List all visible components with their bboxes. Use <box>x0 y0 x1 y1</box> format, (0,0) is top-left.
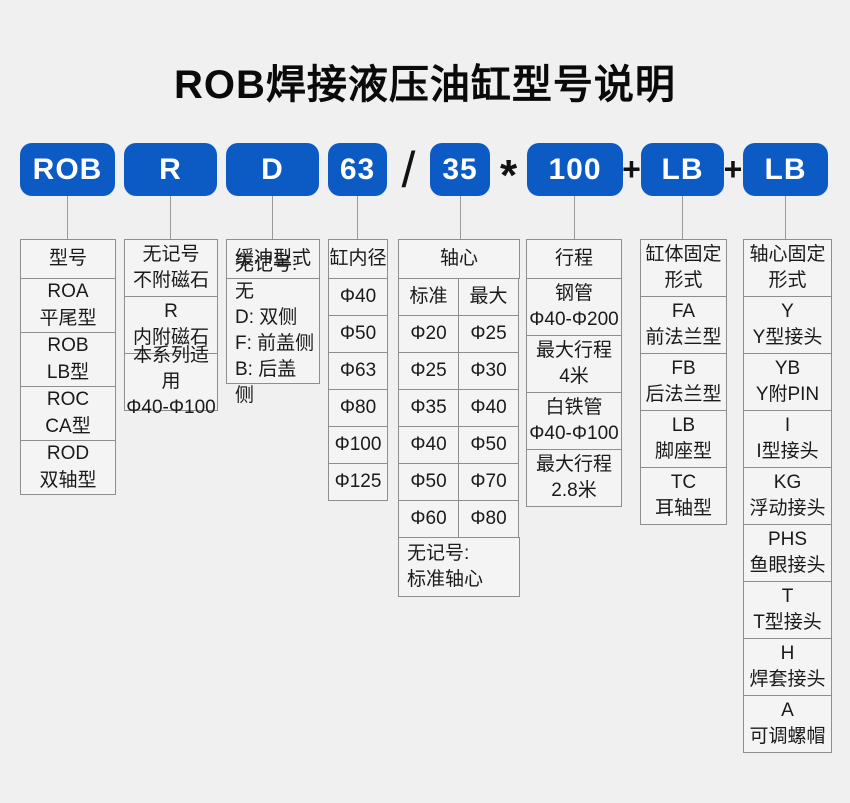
shaft-standard-header: 标准 <box>398 278 459 316</box>
spec-cell: Φ50 <box>328 315 388 353</box>
spec-cell: H 焊套接头 <box>743 638 832 696</box>
connector-line <box>574 196 575 239</box>
spec-cell: TC 耳轴型 <box>640 467 727 525</box>
model-type-header: 型号 <box>20 239 116 279</box>
spec-cell: Φ125 <box>328 463 388 501</box>
spec-cell: LB 脚座型 <box>640 410 727 468</box>
spec-cell: KG 浮动接头 <box>743 467 832 525</box>
spec-cell: A 可调螺帽 <box>743 695 832 753</box>
spec-cell: Φ70 <box>458 463 519 501</box>
spec-cell: I I型接头 <box>743 410 832 468</box>
plus-separator: + <box>723 151 743 187</box>
shaft-footer-note: 无记号: 标准轴心 <box>398 537 520 597</box>
spec-cell: PHS 鱼眼接头 <box>743 524 832 582</box>
spec-cell: 无记号 不附磁石 <box>124 239 218 297</box>
body-mounting-header: 缸体固定 形式 <box>640 239 727 297</box>
spec-cell: 最大行程 4米 <box>526 335 622 393</box>
spec-cell: Φ50 <box>398 463 459 501</box>
spec-cell: Φ60 <box>398 500 459 538</box>
column-magnet-option: 无记号 不附磁石 R 内附磁石 本系列适用 Φ40-Φ100 <box>124 239 218 418</box>
code-segment-35: 35 <box>430 143 490 196</box>
cushion-type-header: 缓冲型式 <box>226 239 320 279</box>
spec-cell: Φ20 <box>398 315 459 353</box>
bore-diameter-header: 缸内径 <box>328 239 388 279</box>
spec-cell: ROB LB型 <box>20 332 116 387</box>
spec-cell: Φ50 <box>458 426 519 464</box>
spec-cell: ROC CA型 <box>20 386 116 441</box>
column-model-type: 型号 ROA 平尾型 ROB LB型 ROC CA型 ROD 双轴型 <box>20 239 116 495</box>
code-segment-100: 100 <box>527 143 623 196</box>
spec-cell: Φ80 <box>458 500 519 538</box>
column-body-mounting: 缸体固定 形式 FA 前法兰型 FB 后法兰型 LB 脚座型 TC 耳轴型 <box>640 239 727 525</box>
spec-cell: Φ30 <box>458 352 519 390</box>
stroke-header: 行程 <box>526 239 622 279</box>
spec-cell: 最大行程 2.8米 <box>526 449 622 507</box>
code-segment-lb1: LB <box>641 143 724 196</box>
code-segment-r: R <box>124 143 217 196</box>
column-bore-diameter: 缸内径 Φ40 Φ50 Φ63 Φ80 Φ100 Φ125 <box>328 239 388 501</box>
connector-line <box>272 196 273 239</box>
spec-cell: Φ100 <box>328 426 388 464</box>
code-segment-lb2: LB <box>743 143 828 196</box>
spec-cell: FA 前法兰型 <box>640 296 727 354</box>
column-rod-mounting: 轴心固定 形式 Y Y型接头 YB Y附PIN I I型接头 KG 浮动接头 P… <box>743 239 832 753</box>
column-shaft: 轴心 标准 最大 Φ20 Φ25 Φ25 Φ30 Φ35 Φ40 Φ40 Φ50… <box>398 239 520 597</box>
slash-separator: / <box>401 141 416 198</box>
cushion-type-options: 无记号: 无 D: 双侧 F: 前盖侧 B: 后盖侧 <box>226 254 320 406</box>
spec-cell: Φ35 <box>398 389 459 427</box>
page-title: ROB焊接液压油缸型号说明 <box>174 63 676 107</box>
table-row: Φ40 Φ50 <box>398 426 520 464</box>
column-stroke: 行程 钢管 Φ40-Φ200 最大行程 4米 白铁管 Φ40-Φ100 最大行程… <box>526 239 622 507</box>
rod-mounting-header: 轴心固定 形式 <box>743 239 832 297</box>
table-row: Φ20 Φ25 <box>398 315 520 353</box>
spec-cell: Φ25 <box>458 315 519 353</box>
spec-cell: Y Y型接头 <box>743 296 832 354</box>
shaft-header: 轴心 <box>398 239 520 279</box>
column-cushion-type: 缓冲型式 无记号: 无 D: 双侧 F: 前盖侧 B: 后盖侧 <box>226 239 320 406</box>
shaft-subheader-row: 标准 最大 <box>398 278 520 316</box>
table-row: Φ25 Φ30 <box>398 352 520 390</box>
spec-cell: R 内附磁石 <box>124 296 218 354</box>
spec-cell: ROA 平尾型 <box>20 278 116 333</box>
code-segment-d: D <box>226 143 319 196</box>
connector-line <box>170 196 171 239</box>
table-row: Φ50 Φ70 <box>398 463 520 501</box>
connector-line <box>682 196 683 239</box>
code-segment-rob: ROB <box>20 143 115 196</box>
spec-cell: Φ40 <box>398 426 459 464</box>
spec-cell: 白铁管 Φ40-Φ100 <box>526 392 622 450</box>
connector-line <box>785 196 786 239</box>
plus-separator: + <box>622 151 641 187</box>
shaft-max-header: 最大 <box>458 278 519 316</box>
spec-cell: Φ25 <box>398 352 459 390</box>
code-segment-63: 63 <box>328 143 387 196</box>
spec-cell: FB 后法兰型 <box>640 353 727 411</box>
table-row: Φ60 Φ80 <box>398 500 520 538</box>
spec-cell: Φ63 <box>328 352 388 390</box>
table-row: Φ35 Φ40 <box>398 389 520 427</box>
connector-line <box>67 196 68 239</box>
spec-cell: ROD 双轴型 <box>20 440 116 495</box>
connector-line <box>460 196 461 239</box>
asterisk-separator: * <box>499 150 518 200</box>
spec-cell: 本系列适用 Φ40-Φ100 <box>124 345 218 418</box>
spec-cell: Φ80 <box>328 389 388 427</box>
spec-cell: YB Y附PIN <box>743 353 832 411</box>
spec-cell: 钢管 Φ40-Φ200 <box>526 278 622 336</box>
spec-cell: Φ40 <box>458 389 519 427</box>
spec-cell: Φ40 <box>328 278 388 316</box>
connector-line <box>357 196 358 239</box>
spec-cell: T T型接头 <box>743 581 832 639</box>
